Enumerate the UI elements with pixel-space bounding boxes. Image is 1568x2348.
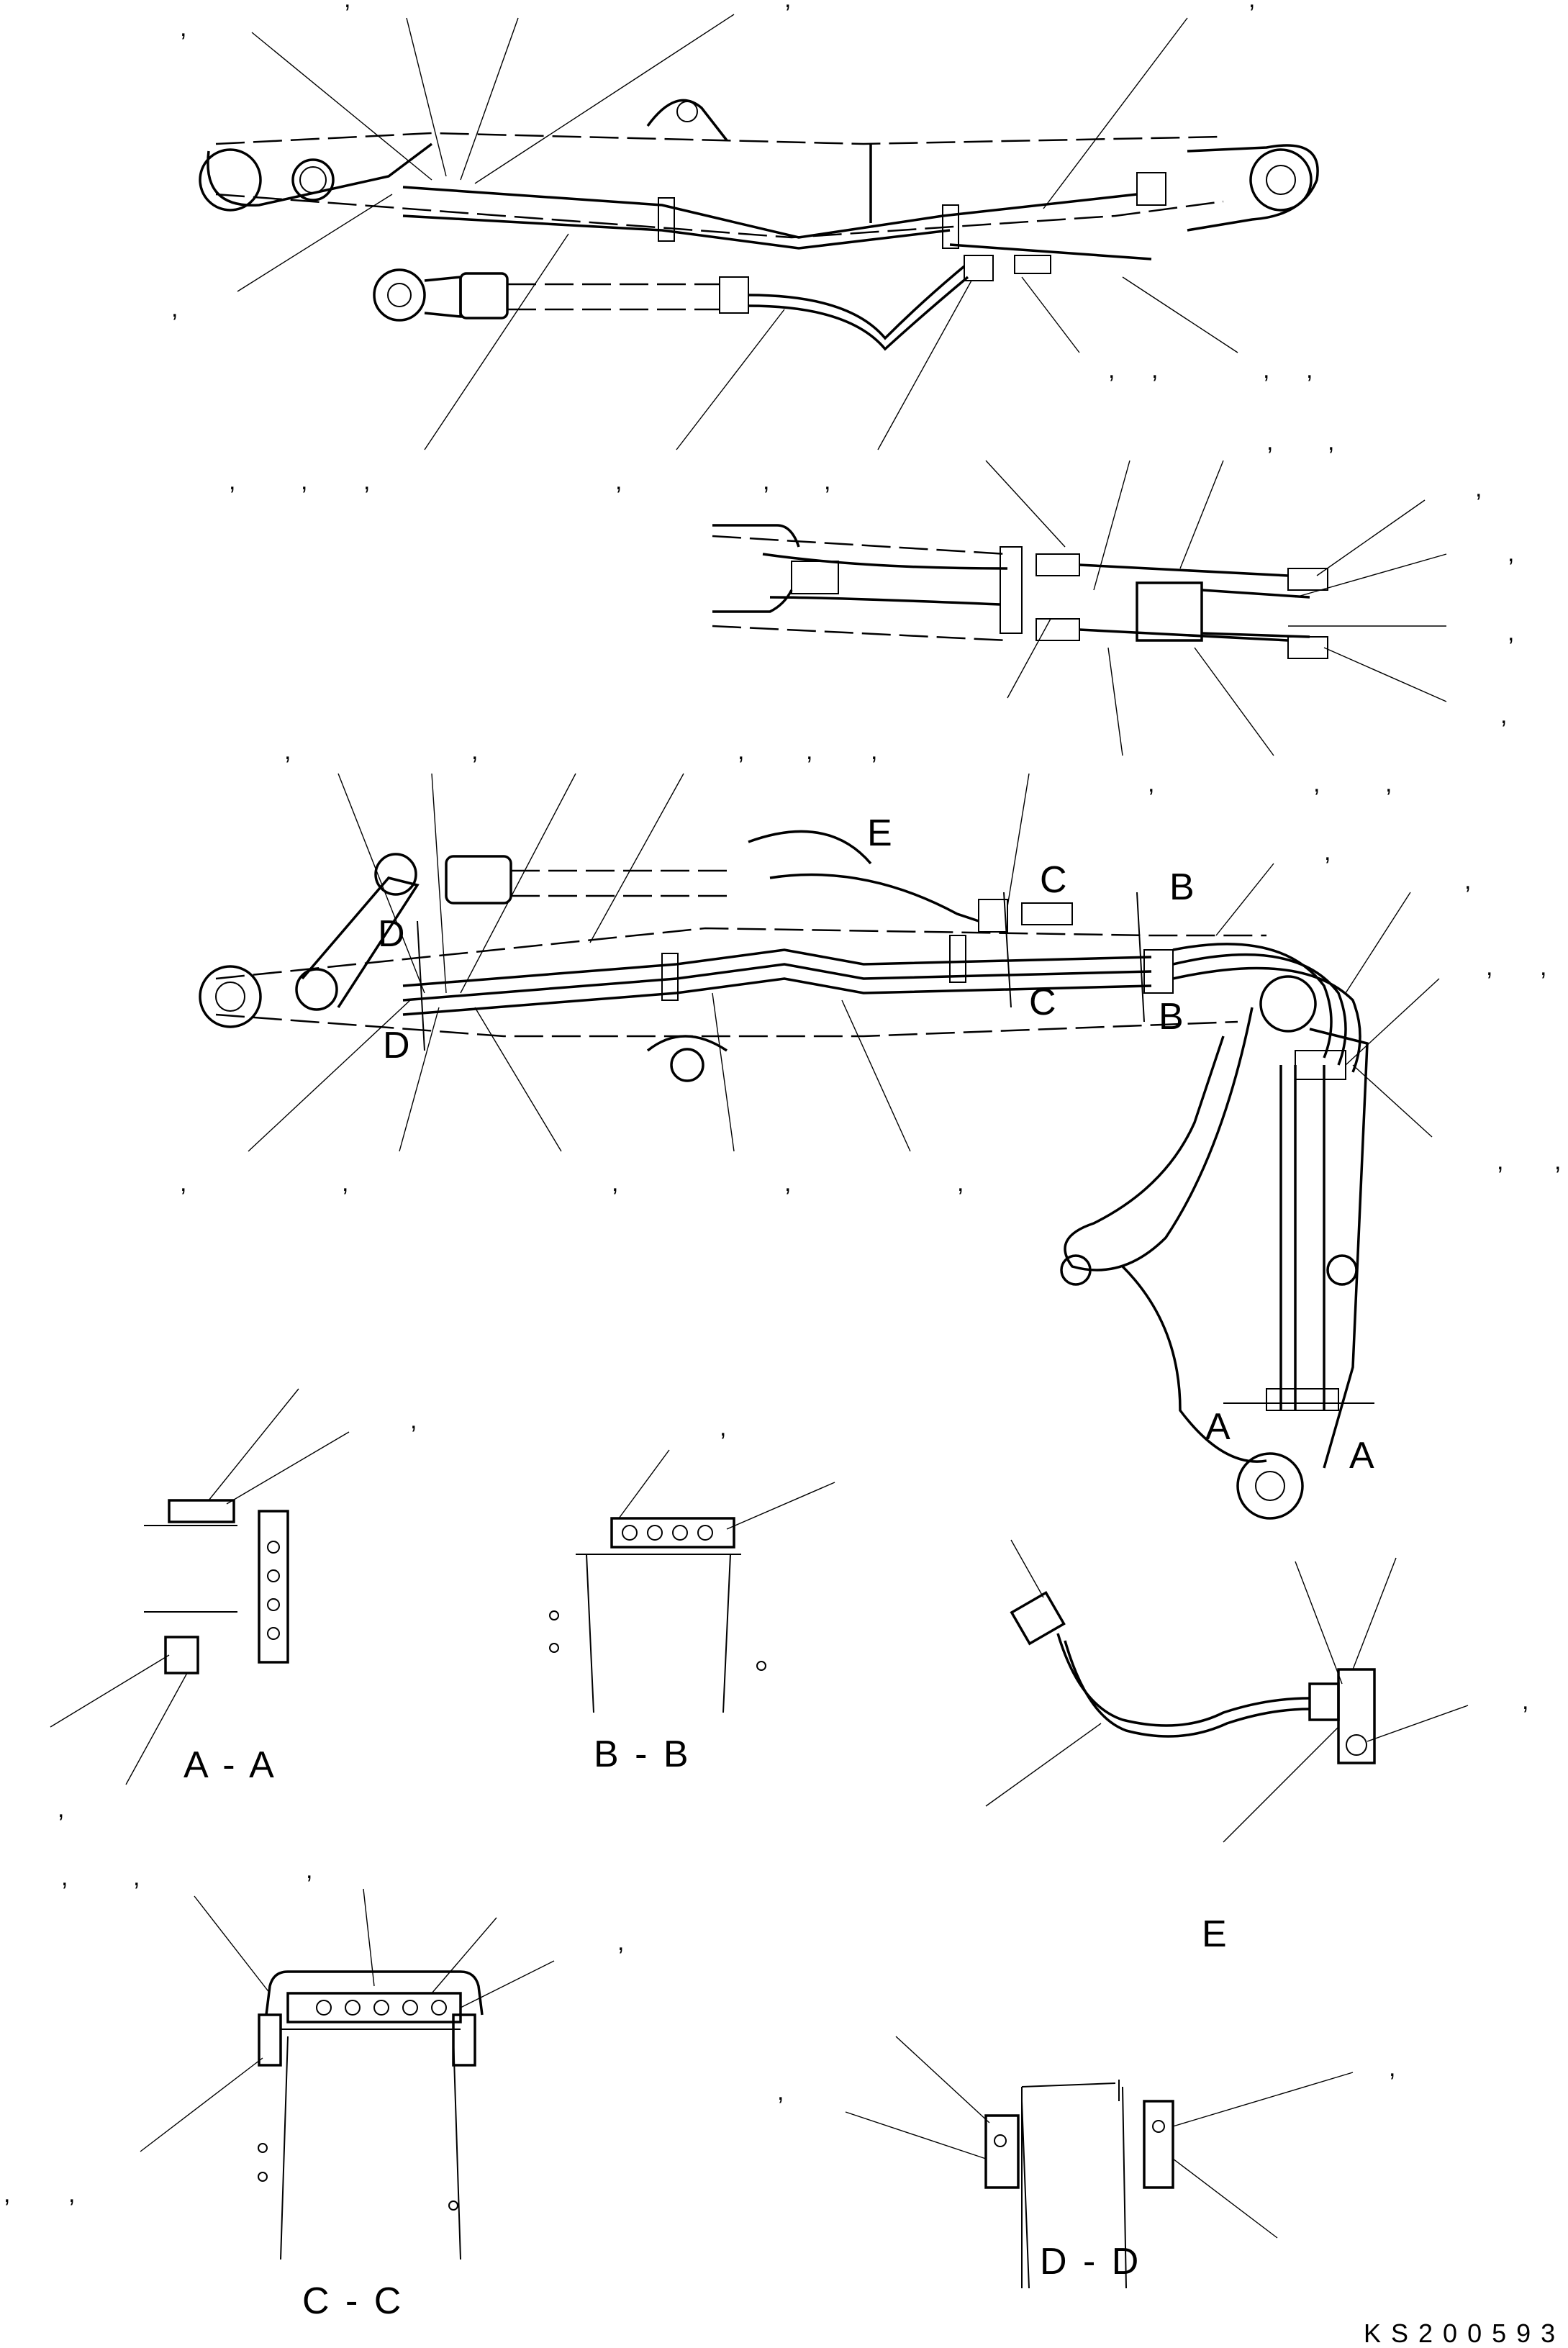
callout-mark: ,	[784, 0, 791, 13]
callout-mark: ,	[229, 468, 235, 495]
callout-mark: ,	[1475, 475, 1482, 502]
callout-mark: ,	[1263, 356, 1269, 384]
callout-mark: ,	[342, 1169, 348, 1197]
callout-mark: ,	[180, 1169, 186, 1197]
cut-marker-c-top: C	[1040, 859, 1070, 901]
detail-e-label: E	[1202, 1913, 1230, 1955]
callout-mark: ,	[1486, 953, 1492, 981]
callout-mark: ,	[720, 1414, 726, 1441]
callout-mark: ,	[61, 1864, 68, 1891]
callout-mark: ,	[180, 14, 186, 42]
callout-mark: ,	[471, 738, 478, 765]
callout-mark: ,	[68, 2180, 75, 2208]
cut-marker-b-bottom: B	[1159, 996, 1187, 1038]
labels: E C C B B D D A A A - A B - B C - C D - …	[4, 0, 1565, 2348]
callout-mark: ,	[1148, 770, 1154, 797]
callout-mark: ,	[4, 2180, 10, 2208]
section-dd-drawing	[845, 2036, 1354, 2289]
callout-mark: ,	[738, 738, 744, 765]
arm-end-piping-view	[712, 460, 1447, 756]
callout-mark: ,	[410, 1407, 417, 1434]
callout-mark: ,	[871, 738, 877, 765]
callout-mark: ,	[1248, 0, 1255, 13]
callout-marks: , , , , , , , , , , , , , , , , , , , , …	[4, 0, 1561, 2208]
section-bb-drawing	[549, 1449, 835, 1713]
callout-mark: ,	[1266, 428, 1273, 455]
section-aa-label: A - A	[183, 1744, 277, 1786]
cut-marker-e: E	[867, 812, 895, 854]
callout-mark: ,	[133, 1864, 140, 1891]
callout-mark: ,	[284, 738, 291, 765]
cut-marker-c-bottom: C	[1029, 982, 1059, 1023]
callout-mark: ,	[784, 1169, 791, 1197]
section-dd-label: D - D	[1040, 2241, 1141, 2283]
callout-mark: ,	[1554, 1148, 1561, 1175]
callout-mark: ,	[344, 0, 350, 13]
callout-mark: ,	[1385, 770, 1392, 797]
callout-mark: ,	[1151, 356, 1158, 384]
detail-e-drawing	[985, 1539, 1469, 1843]
cut-marker-b-top: B	[1169, 866, 1197, 908]
cut-marker-d-top: D	[378, 913, 408, 955]
callout-mark: ,	[763, 468, 769, 495]
callout-mark: ,	[1497, 1148, 1503, 1175]
section-aa-drawing	[50, 1388, 350, 1785]
callout-mark: ,	[1522, 1687, 1528, 1715]
cut-marker-a-left: A	[1205, 1406, 1233, 1448]
callout-mark: ,	[363, 468, 370, 495]
callout-mark: ,	[301, 468, 307, 495]
callout-mark: ,	[612, 1169, 618, 1197]
callout-mark: ,	[58, 1795, 64, 1823]
callout-mark: ,	[1540, 953, 1546, 981]
drawing-code: KS200593	[1364, 2318, 1565, 2348]
cut-marker-a-right: A	[1349, 1435, 1377, 1477]
callout-mark: ,	[1306, 356, 1313, 384]
callout-mark: ,	[1508, 540, 1514, 567]
callout-mark: ,	[806, 738, 812, 765]
callout-mark: ,	[1389, 2054, 1395, 2082]
callout-mark: ,	[617, 1928, 624, 1956]
callout-mark: ,	[1508, 619, 1514, 646]
section-bb-label: B - B	[594, 1733, 692, 1775]
callout-mark: ,	[777, 2078, 784, 2106]
callout-mark: ,	[306, 1857, 312, 1884]
callout-mark: ,	[615, 468, 622, 495]
callout-mark: ,	[1324, 838, 1331, 866]
callout-mark: ,	[1328, 428, 1334, 455]
section-cc-label: C - C	[302, 2280, 404, 2322]
callout-mark: ,	[1500, 702, 1507, 729]
callout-mark: ,	[824, 468, 830, 495]
boom-piping-view-top	[199, 14, 1319, 450]
section-cc-drawing	[140, 1888, 555, 2260]
callout-mark: ,	[1464, 867, 1471, 894]
boom-arm-piping-view	[199, 773, 1440, 1520]
callout-mark: ,	[1108, 356, 1115, 384]
callout-mark: ,	[1313, 770, 1320, 797]
cut-marker-d-bottom: D	[383, 1025, 413, 1066]
callout-mark: ,	[957, 1169, 964, 1197]
callout-mark: ,	[171, 295, 178, 322]
